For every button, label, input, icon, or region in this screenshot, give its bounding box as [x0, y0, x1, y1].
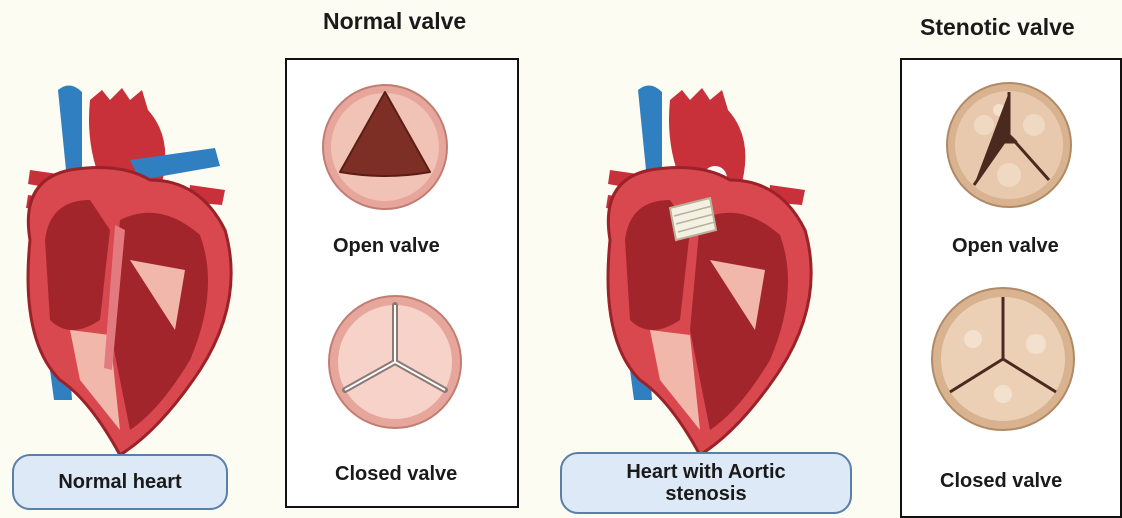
normal-heart-label: Normal heart — [12, 454, 228, 510]
stenotic-closed-valve-label: Closed valve — [940, 470, 1062, 493]
stenotic-open-valve-label: Open valve — [952, 235, 1059, 258]
normal-open-valve — [320, 82, 450, 212]
stenotic-heart-label-line2: stenosis — [626, 483, 785, 505]
normal-closed-valve-label: Closed valve — [335, 463, 457, 486]
normal-heart-illustration — [10, 70, 270, 490]
normal-heart-label-text: Normal heart — [58, 471, 181, 493]
stenotic-heart-label-line1: Heart with Aortic — [626, 461, 785, 483]
stenotic-valve-heading: Stenotic valve — [920, 14, 1075, 41]
stenotic-heart-illustration — [590, 70, 850, 490]
normal-valve-heading: Normal valve — [323, 8, 466, 35]
normal-open-valve-label: Open valve — [333, 235, 440, 258]
stenotic-closed-valve — [928, 284, 1078, 434]
normal-closed-valve — [325, 292, 465, 432]
stenotic-heart-label: Heart with Aortic stenosis — [560, 452, 852, 514]
stenotic-open-valve — [944, 80, 1074, 210]
